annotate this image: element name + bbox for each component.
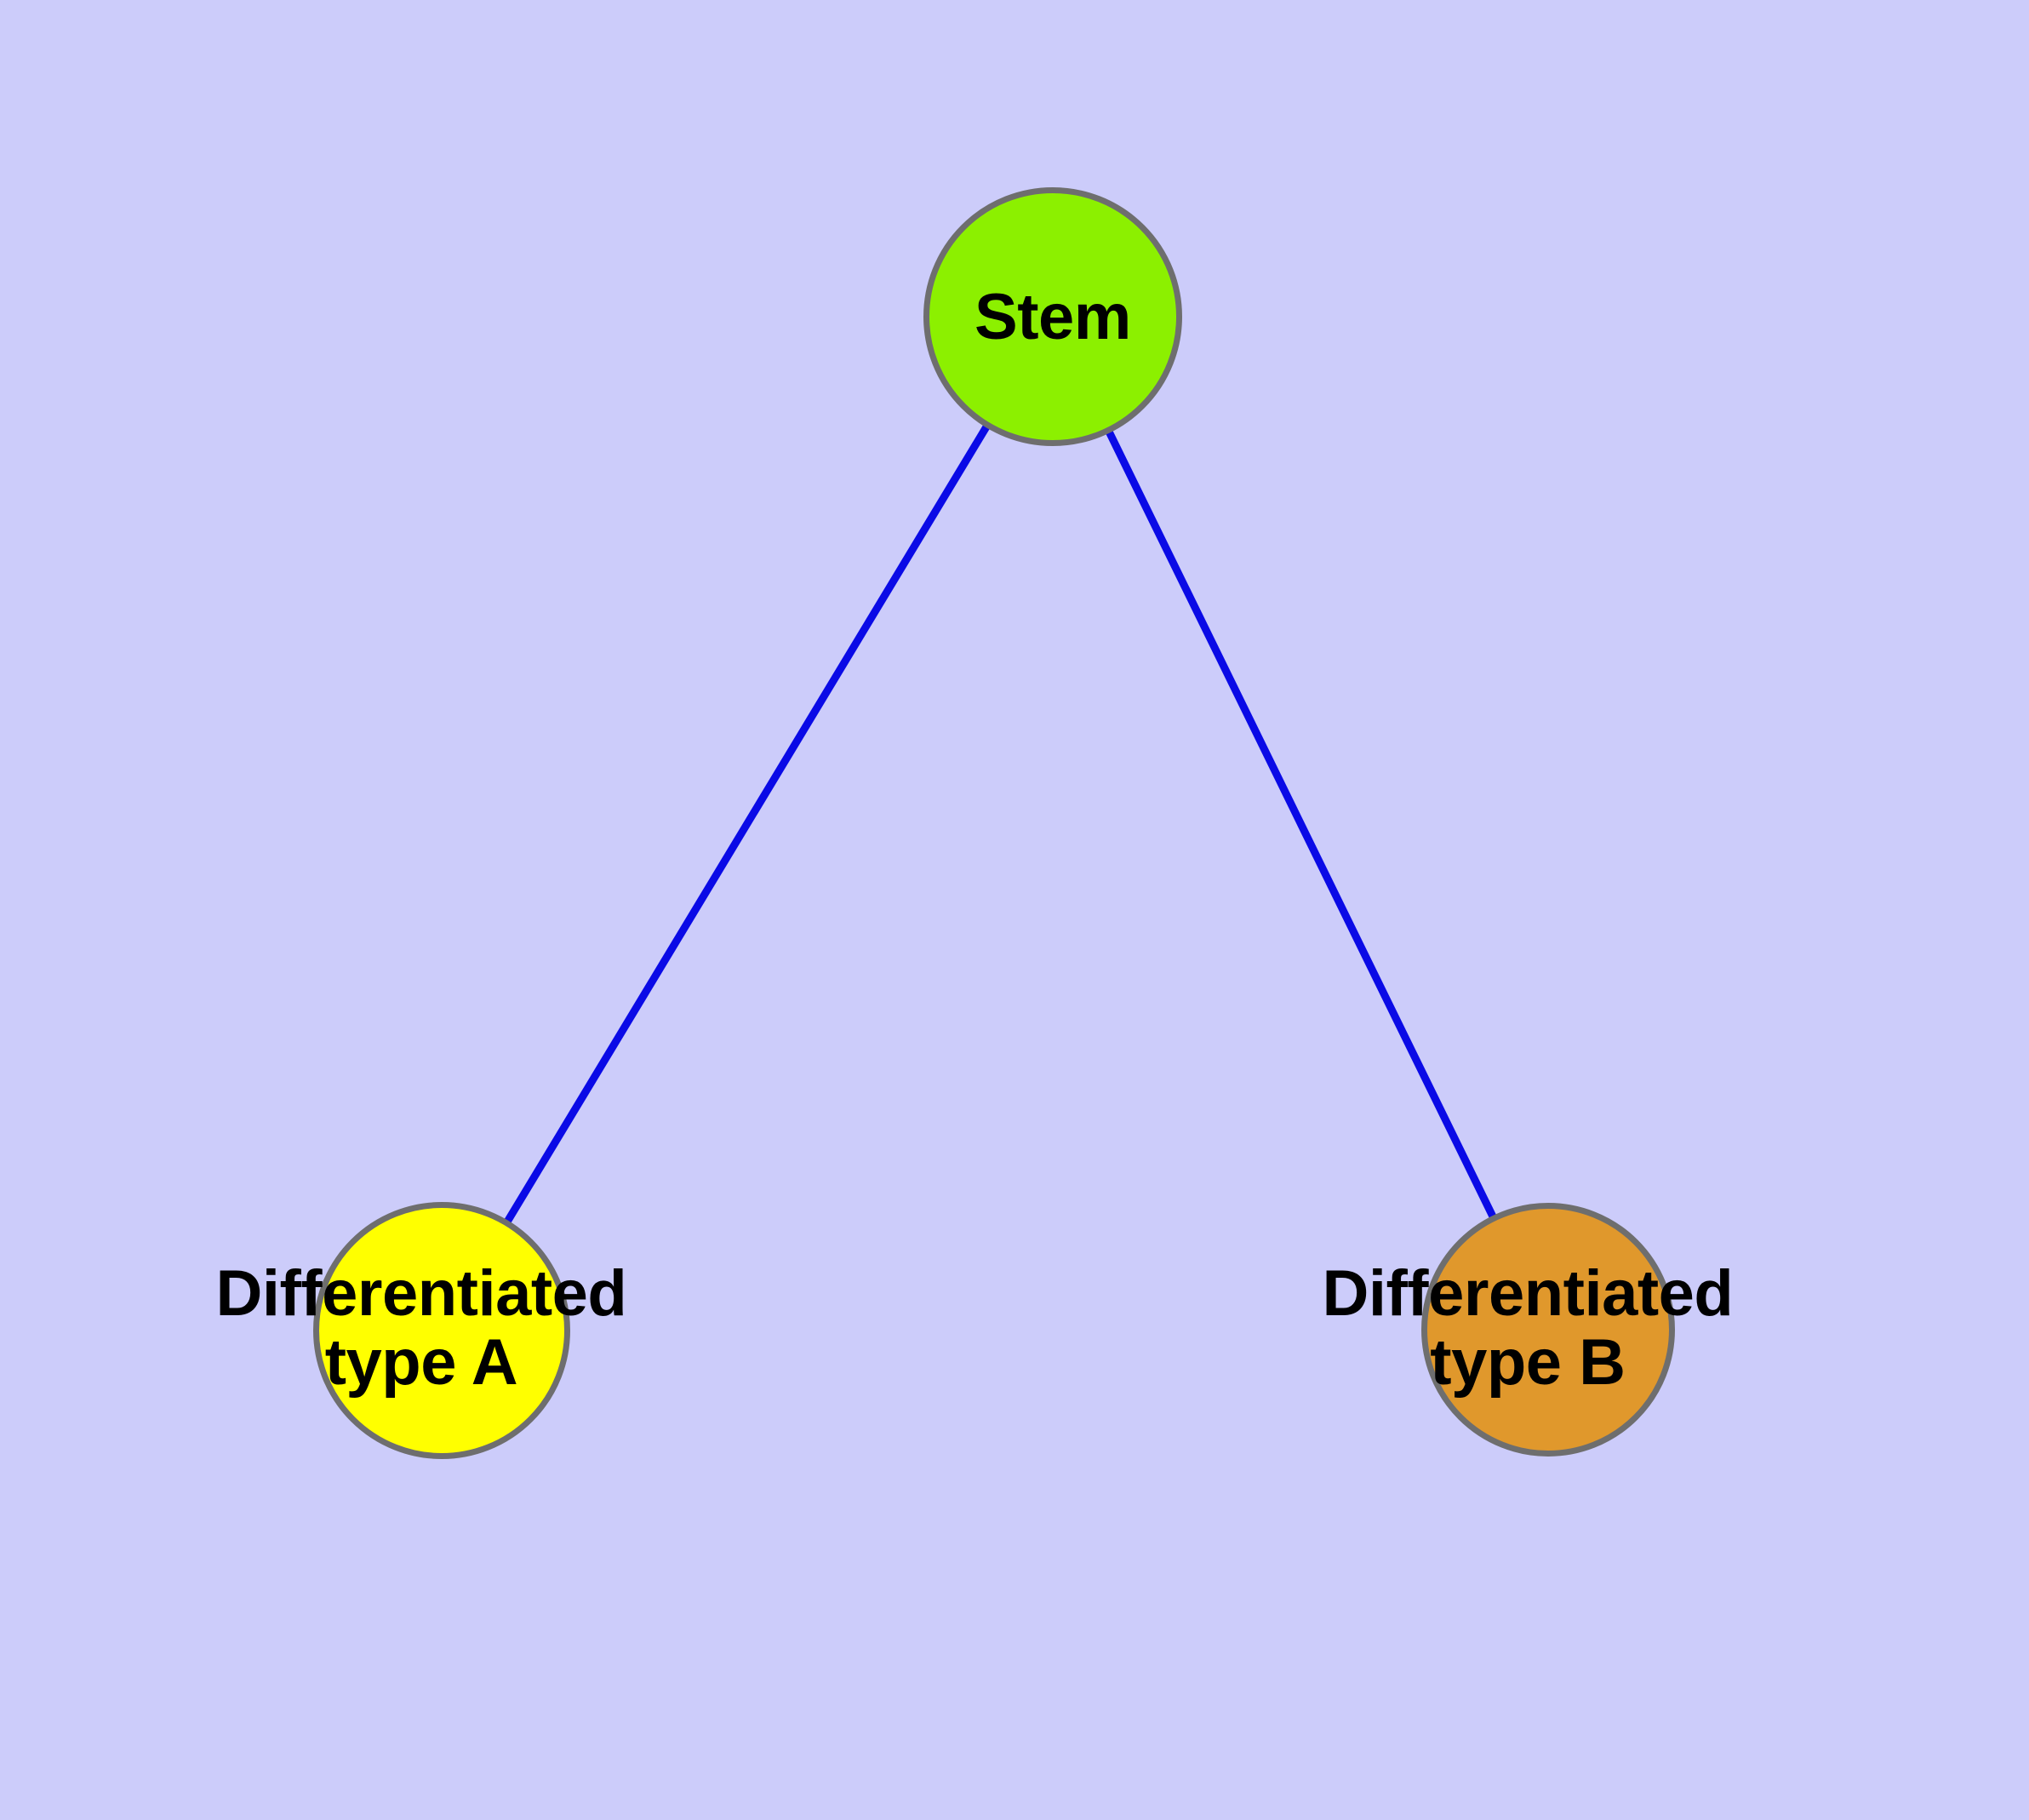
node-stem[interactable]: [923, 187, 1182, 446]
edge-stem-to-diff-a: [503, 422, 992, 1226]
node-diff_a[interactable]: [313, 1202, 570, 1459]
node-diff_b[interactable]: [1421, 1203, 1675, 1457]
edge-stem-to-diff-b: [1104, 427, 1498, 1221]
